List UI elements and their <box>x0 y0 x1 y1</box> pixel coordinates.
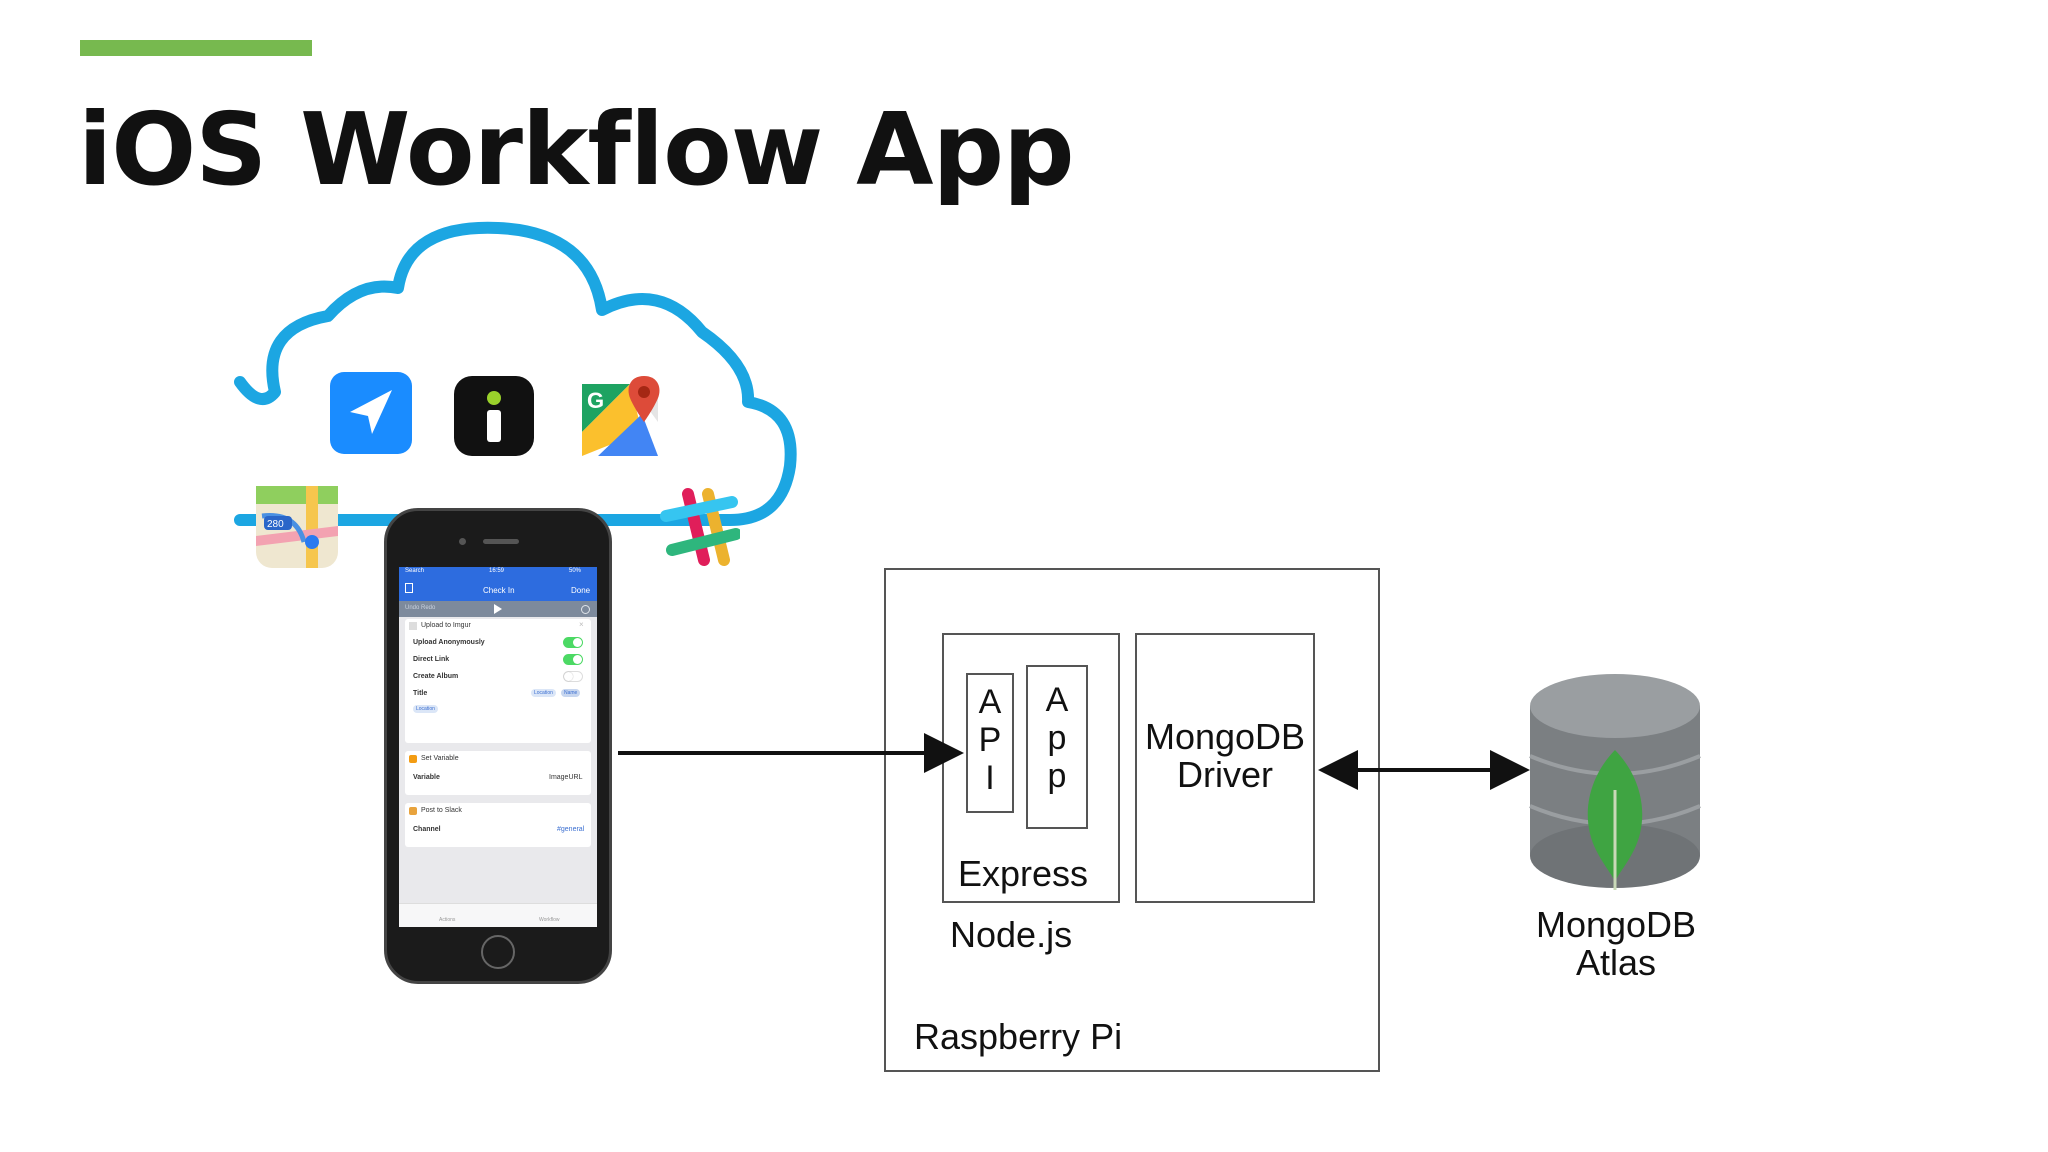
row-channel-value[interactable]: #general <box>557 826 585 833</box>
status-time: 16:59 <box>489 568 505 574</box>
phone-camera <box>459 538 466 545</box>
info-app-icon <box>454 376 534 456</box>
express-label: Express <box>958 853 1089 894</box>
phone-home-button[interactable] <box>481 935 515 969</box>
action-title-set-variable: Set Variable <box>421 755 459 762</box>
atlas-label-line1: MongoDB <box>1535 904 1697 945</box>
api-letter-a: A <box>978 683 1002 721</box>
nodejs-label: Node.js <box>950 914 1073 955</box>
status-battery: 50% <box>569 568 582 574</box>
action-card-set-variable[interactable] <box>405 751 591 795</box>
driver-label-line1: MongoDB <box>1144 716 1306 757</box>
row-upload-anonymously: Upload Anonymously <box>413 639 485 646</box>
action-card-post-to-slack[interactable] <box>405 803 591 847</box>
api-letter-p: P <box>978 721 1002 760</box>
slack-small-icon <box>409 807 417 815</box>
app-letter-p1: p <box>1047 719 1067 758</box>
google-maps-icon: G <box>582 376 660 456</box>
raspberry-pi-label: Raspberry Pi <box>914 1016 1123 1057</box>
toggle-direct-link[interactable] <box>563 654 583 665</box>
nav-done-button[interactable]: Done <box>571 586 591 595</box>
app-letter-p2: p <box>1047 757 1067 796</box>
mongodb-atlas-database-icon <box>1529 674 1701 890</box>
play-icon[interactable] <box>494 604 502 614</box>
driver-label-line2: Driver <box>1177 754 1273 795</box>
svg-text:G: G <box>587 388 604 413</box>
navigation-arrow-icon <box>330 372 412 454</box>
toggle-create-album[interactable] <box>563 671 583 682</box>
slide-title: iOS Workflow App <box>78 91 1075 208</box>
api-box: A P I <box>966 673 1014 813</box>
nav-title: Check In <box>483 586 515 595</box>
row-channel-label: Channel <box>413 826 441 833</box>
phone-screen: Search 16:59 50% Check In Done Undo Redo… <box>399 567 597 927</box>
api-letter-i: I <box>985 759 995 798</box>
phone-speaker <box>483 539 519 544</box>
row-title: Title <box>413 690 428 697</box>
svg-text:280: 280 <box>267 519 284 530</box>
row-create-album: Create Album <box>413 673 459 680</box>
variable-icon <box>409 755 417 763</box>
undo-redo[interactable]: Undo Redo <box>405 605 436 611</box>
nav-bar <box>399 579 597 601</box>
tab-bar <box>399 903 597 927</box>
iphone-device: Search 16:59 50% Check In Done Undo Redo… <box>384 508 612 984</box>
action-title-post-to-slack: Post to Slack <box>421 807 462 814</box>
tab-workflow[interactable]: Workflow <box>539 917 560 923</box>
status-bar <box>399 567 597 579</box>
status-left: Search <box>405 568 425 574</box>
cloud-outline <box>234 221 797 526</box>
app-box: A p p <box>1026 665 1088 829</box>
share-icon[interactable] <box>405 583 413 593</box>
row-direct-link: Direct Link <box>413 656 450 663</box>
accent-bar <box>80 40 312 56</box>
app-letter-a: A <box>1045 681 1069 719</box>
row-variable-label: Variable <box>413 774 440 781</box>
chip-name[interactable]: Name <box>561 689 581 697</box>
action-card-imgur[interactable] <box>405 619 591 743</box>
toggle-upload-anonymously[interactable] <box>563 637 583 648</box>
settings-icon[interactable] <box>581 605 590 614</box>
close-icon[interactable]: × <box>579 620 584 629</box>
imgur-icon <box>409 622 417 630</box>
chip-location-extra[interactable]: Location <box>413 705 438 713</box>
cloud-graphic <box>234 221 797 526</box>
apple-maps-icon: 280 <box>256 486 338 568</box>
action-title-imgur: Upload to Imgur <box>421 622 471 629</box>
tab-actions[interactable]: Actions <box>439 917 456 923</box>
chip-location[interactable]: Location <box>531 689 556 697</box>
slack-icon <box>660 488 740 566</box>
row-variable-value[interactable]: ImageURL <box>549 774 583 781</box>
atlas-label-line2: Atlas <box>1575 942 1657 983</box>
mongodb-driver-box <box>1135 633 1315 903</box>
